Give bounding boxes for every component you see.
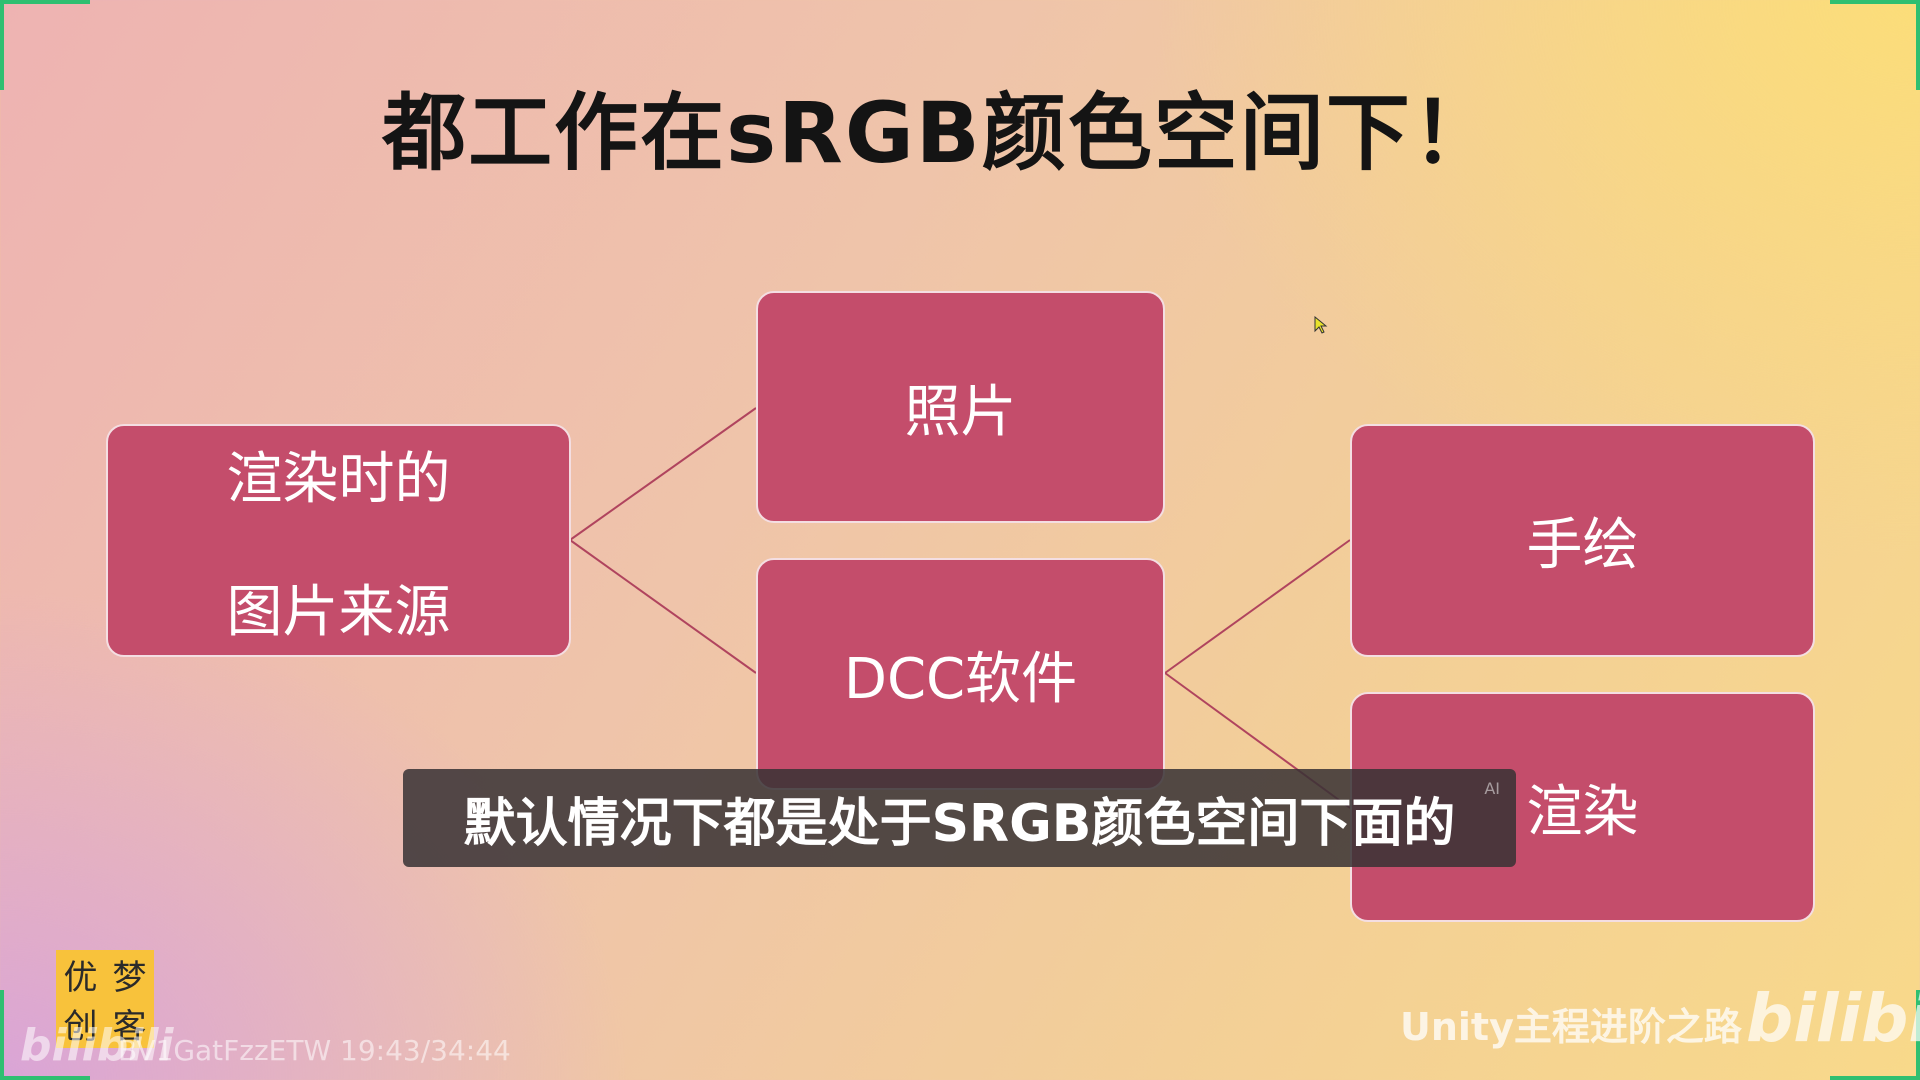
node-dcc-software: DCC软件 — [756, 558, 1165, 790]
channel-logo: 优 梦 创 客 — [56, 950, 154, 1048]
ai-tag: AI — [1484, 779, 1500, 798]
node-hand-drawn: 手绘 — [1350, 424, 1815, 657]
subtitle-text: 默认情况下都是处于SRGB颜色空间下面的 — [463, 793, 1456, 854]
corner-marker-tl-v — [0, 0, 4, 90]
logo-char-1: 优 — [63, 958, 98, 998]
corner-marker-tr-h — [1830, 0, 1920, 4]
logo-char-3: 创 — [63, 1007, 98, 1047]
edge-root-photo — [569, 407, 757, 541]
node-dcc-software-label: DCC软件 — [843, 646, 1078, 712]
bilibili-logo: bilibili — [1746, 980, 1920, 1057]
logo-char-4: 客 — [112, 1007, 147, 1047]
edge-dcc-handdrawn — [1164, 539, 1351, 674]
bilibili-watermark-small: bilibili — [20, 1020, 174, 1071]
node-image-source-line1: 渲染时的 — [226, 446, 451, 512]
subtitle-caption: 默认情况下都是处于SRGB颜色空间下面的 AI — [403, 769, 1516, 867]
corner-marker-tr-v — [1916, 0, 1920, 90]
corner-marker-br-v — [1916, 990, 1920, 1080]
corner-marker-bl-v — [0, 990, 4, 1080]
node-hand-drawn-label: 手绘 — [1526, 513, 1639, 578]
slide-title: 都工作在sRGB颜色空间下！ — [382, 84, 1498, 182]
node-image-source: 渲染时的 图片来源 — [106, 424, 571, 657]
video-id-timestamp: BV1GatFzzETW 19:43/34:44 — [118, 1034, 511, 1067]
logo-char-2: 梦 — [112, 958, 147, 998]
mouse-cursor-icon — [1314, 316, 1328, 334]
node-photo-label: 照片 — [904, 379, 1017, 445]
edge-root-dcc — [569, 539, 757, 674]
corner-marker-br-h — [1830, 1076, 1920, 1080]
node-photo: 照片 — [756, 291, 1165, 523]
corner-marker-bl-h — [0, 1076, 90, 1080]
corner-marker-tl-h — [0, 0, 90, 4]
node-render-label: 渲染 — [1526, 779, 1639, 845]
node-image-source-line2: 图片来源 — [226, 579, 451, 645]
channel-name: Unity主程进阶之路 — [1400, 1005, 1742, 1049]
